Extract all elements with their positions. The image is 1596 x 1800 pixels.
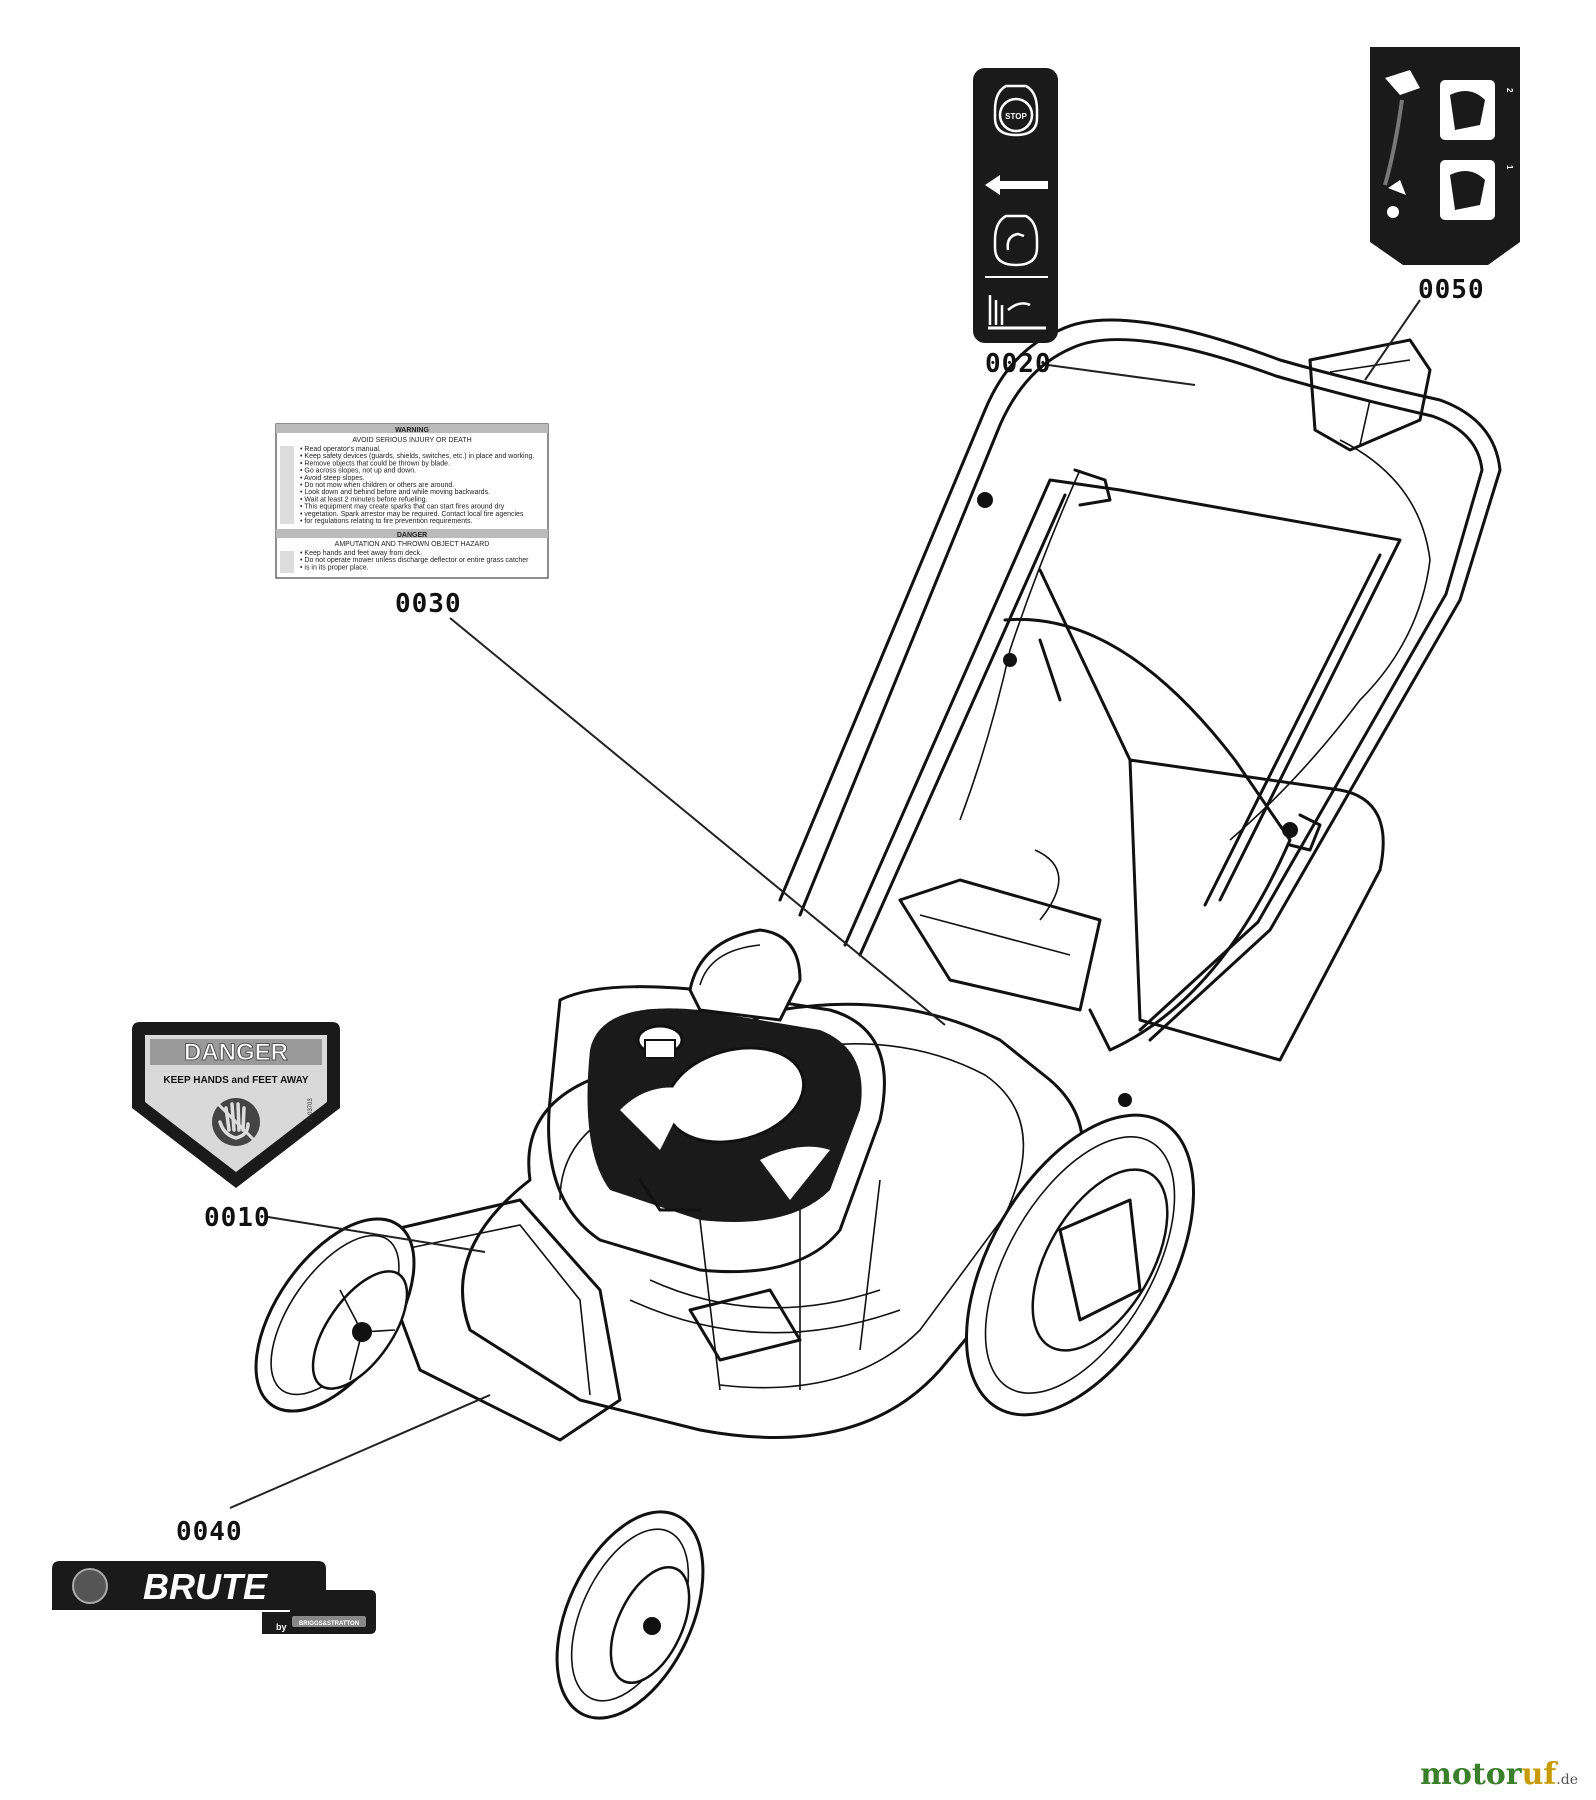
svg-text:KEEP HANDS and FEET AWAY: KEEP HANDS and FEET AWAY [163, 1075, 309, 1086]
warning-line: • Do not mow when children or others are… [300, 482, 454, 489]
rear-left-wheel [688, 928, 802, 1022]
svg-text:7103703: 7103703 [308, 1098, 314, 1122]
engine-control-box [1308, 338, 1432, 452]
danger-line: • Keep hands and feet away from deck. [300, 550, 422, 557]
hand-hazard-icon [212, 1098, 260, 1146]
svg-text:AVOID SERIOUS INJURY OR DEATH: AVOID SERIOUS INJURY OR DEATH [352, 437, 471, 444]
svg-text:BRIGGS&STRATTON: BRIGGS&STRATTON [299, 1621, 359, 1627]
front-right-wheel [555, 1510, 705, 1720]
warning-line: • Go across slopes, not up and down. [300, 468, 416, 475]
decal-0020-control: STOP [973, 68, 1058, 343]
callout-0010: 0010 [204, 1203, 271, 1233]
svg-text:AMPUTATION AND THROWN OBJECT H: AMPUTATION AND THROWN OBJECT HAZARD [335, 541, 490, 548]
warning-line: • Wait at least 2 minutes before refueli… [300, 496, 428, 503]
front-left-wheel [254, 1217, 416, 1413]
warning-line: • Look down and behind before and while … [300, 489, 490, 496]
danger-line: • is in its proper place. [300, 564, 369, 571]
lawn-mower-drawing [254, 318, 1502, 1720]
watermark: motoruf.de [1420, 1757, 1578, 1792]
rear-right-wheel [965, 1113, 1195, 1417]
callout-0050: 0050 [1418, 275, 1485, 305]
engine [547, 985, 886, 1362]
warning-line: • Remove objects that could be thrown by… [300, 460, 450, 467]
warning-line: • This equipment may create sparks that … [300, 504, 505, 511]
mower-handle [778, 318, 1502, 1042]
svg-text:WARNING: WARNING [395, 427, 429, 434]
svg-text:by: by [276, 1622, 287, 1632]
warning-line: • for regulations relating to fire preve… [300, 518, 473, 525]
callout-0040: 0040 [176, 1517, 243, 1547]
decal-0030-warning: WARNING AVOID SERIOUS INJURY OR DEATH • … [275, 423, 549, 579]
svg-text:DANGER: DANGER [184, 1039, 288, 1066]
run-icon [985, 214, 1048, 278]
callout-0020: 0020 [985, 349, 1052, 379]
svg-text:1: 1 [1505, 165, 1514, 170]
stop-icon: STOP [993, 84, 1039, 137]
svg-text:DANGER: DANGER [397, 532, 427, 539]
callout-labels: 0020 0050 0030 0010 0040 [176, 275, 1485, 1547]
svg-text:STOP: STOP [1005, 112, 1027, 121]
decal-0040-brand: BRUTE by BRIGGS&STRATTON [52, 1561, 376, 1634]
callout-0030: 0030 [395, 589, 462, 619]
warning-line: • Read operator's manual. [300, 446, 381, 453]
warning-line: • Keep safety devices (guards, shields, … [300, 453, 534, 460]
svg-text:BRUTE: BRUTE [143, 1566, 268, 1607]
decal-0010-danger: DANGER KEEP HANDS and FEET AWAY 7103703 [132, 1022, 340, 1188]
decal-0050-drive: 2 1 [1370, 47, 1520, 265]
svg-text:2: 2 [1505, 88, 1514, 93]
arrow-left-icon [985, 175, 1048, 195]
danger-line: • Do not operate mower unless discharge … [300, 557, 529, 564]
grass-cut-icon [988, 295, 1046, 330]
warning-line: • Avoid steep slopes. [300, 475, 365, 482]
warning-line: • vegetation. Spark arrestor may be requ… [300, 511, 524, 518]
leader-lines [229, 299, 1421, 1509]
